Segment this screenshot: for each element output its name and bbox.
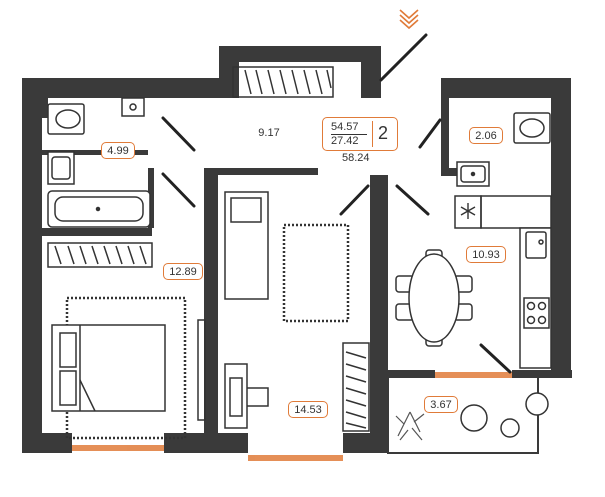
- area-kitchen: 10.93: [466, 246, 506, 263]
- kitchen-set: [454, 195, 552, 369]
- bathroom-fixtures: [47, 97, 551, 228]
- apartment-summary: 54.57 27.42 2: [322, 117, 398, 151]
- dining-table: [395, 249, 473, 347]
- fraction-line: [331, 134, 367, 135]
- bedroom-wardrobe: [47, 242, 153, 268]
- area-hallway: 9.17: [252, 125, 286, 142]
- area-with-balcony: 58.24: [342, 152, 370, 164]
- area-bedroom: 12.89: [163, 263, 203, 280]
- doors: [161, 33, 512, 374]
- area-bathroom-small: 2.06: [469, 127, 503, 144]
- balcony-furniture: [460, 392, 549, 438]
- living-area: 27.42: [331, 135, 359, 147]
- total-area: 54.57: [331, 121, 359, 133]
- area-bathroom-main: 4.99: [101, 142, 135, 159]
- chevron-down-icon: [399, 9, 419, 30]
- bedroom-furniture: [51, 296, 206, 440]
- plant-icon: [395, 411, 425, 441]
- living-wardrobe: [342, 342, 370, 432]
- windows: [72, 372, 512, 461]
- summary-separator: [372, 121, 373, 147]
- room-count: 2: [378, 123, 389, 143]
- hall-wardrobe: [232, 66, 334, 98]
- area-living-room: 14.53: [288, 401, 328, 418]
- area-balcony: 3.67: [424, 396, 458, 413]
- snowflake-icon: [460, 203, 476, 219]
- living-furniture: [224, 191, 350, 429]
